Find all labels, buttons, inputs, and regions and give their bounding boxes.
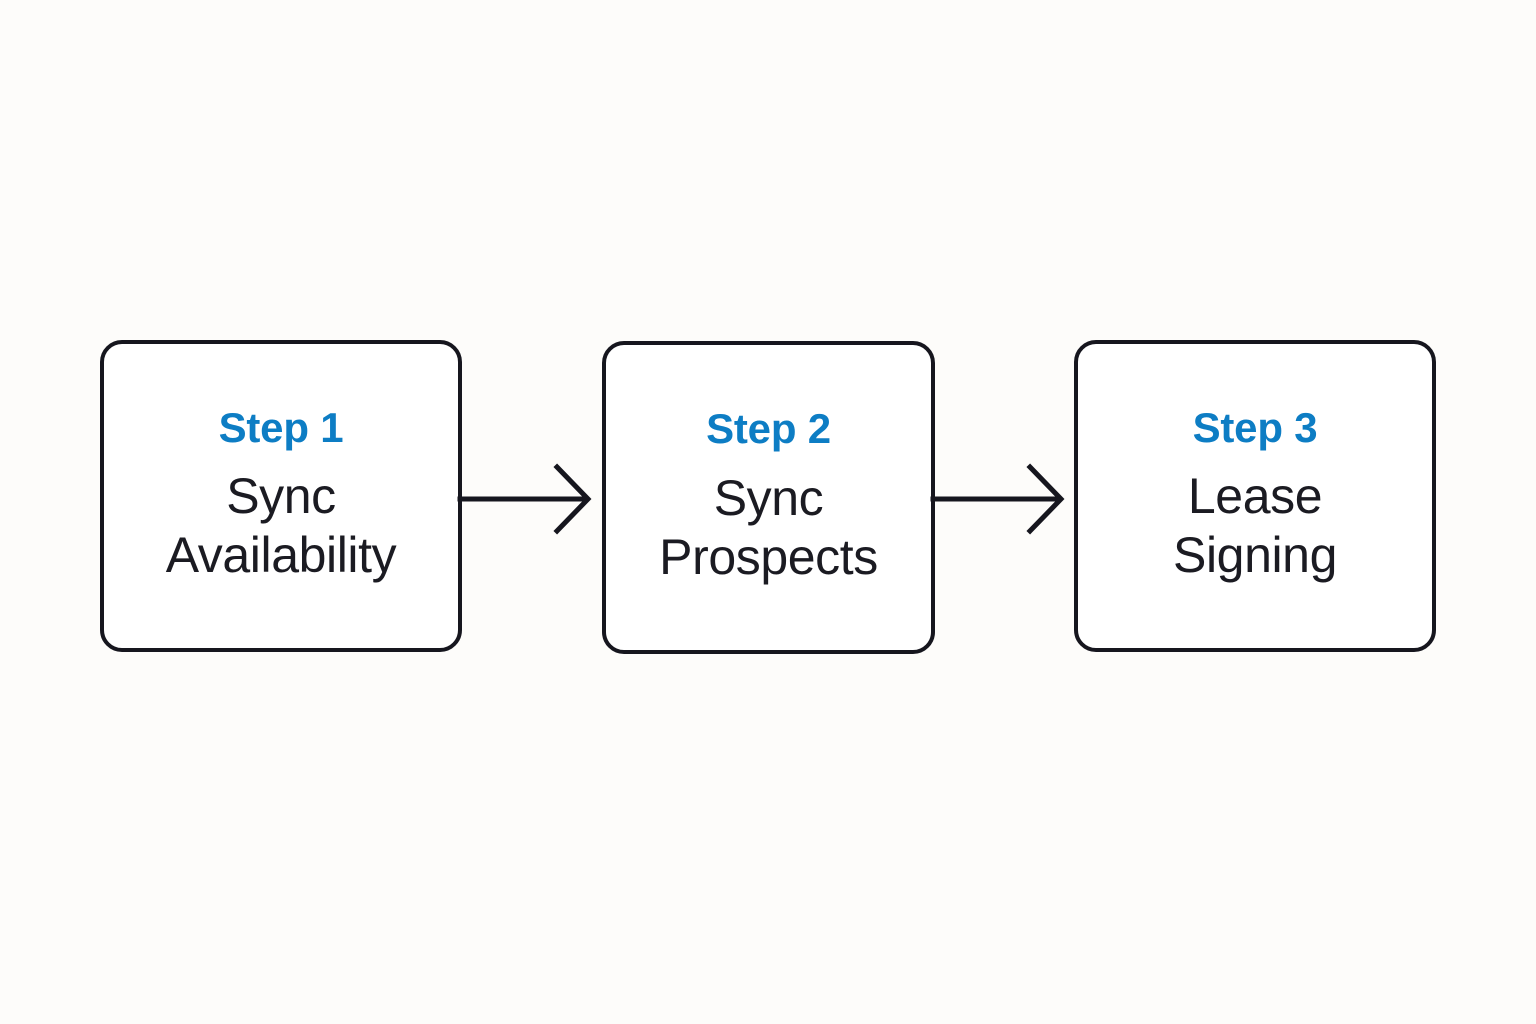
step-card-3[interactable]: Step 3 Lease Signing (1074, 340, 1436, 652)
step-number-label-1: Step 1 (218, 403, 344, 451)
step-title-2: Sync Prospects (649, 469, 888, 587)
step-number-label-2: Step 2 (706, 405, 831, 453)
step-title-line-1: Sync (713, 469, 824, 526)
step-title-line-1: Lease (1187, 468, 1323, 525)
step-title-line-2: Prospects (659, 528, 878, 585)
step-title-line-2: Availability (165, 527, 397, 584)
step-title-1: Sync Availability (156, 467, 407, 585)
step-title-3: Lease Signing (1163, 467, 1347, 585)
arrow-right-icon-step2-to-step3 (930, 463, 1065, 535)
step-title-line-1: Sync (226, 468, 336, 525)
step-card-1[interactable]: Step 1 Sync Availability (100, 340, 462, 652)
arrow-right-icon-step1-to-step2 (457, 463, 592, 535)
step-number-label-3: Step 3 (1192, 403, 1318, 451)
step-card-2[interactable]: Step 2 Sync Prospects (602, 341, 935, 654)
connector-arrowhead-2 (1026, 463, 1065, 535)
connector-arrowhead-1 (553, 463, 592, 535)
step-title-line-2: Signing (1173, 527, 1337, 584)
